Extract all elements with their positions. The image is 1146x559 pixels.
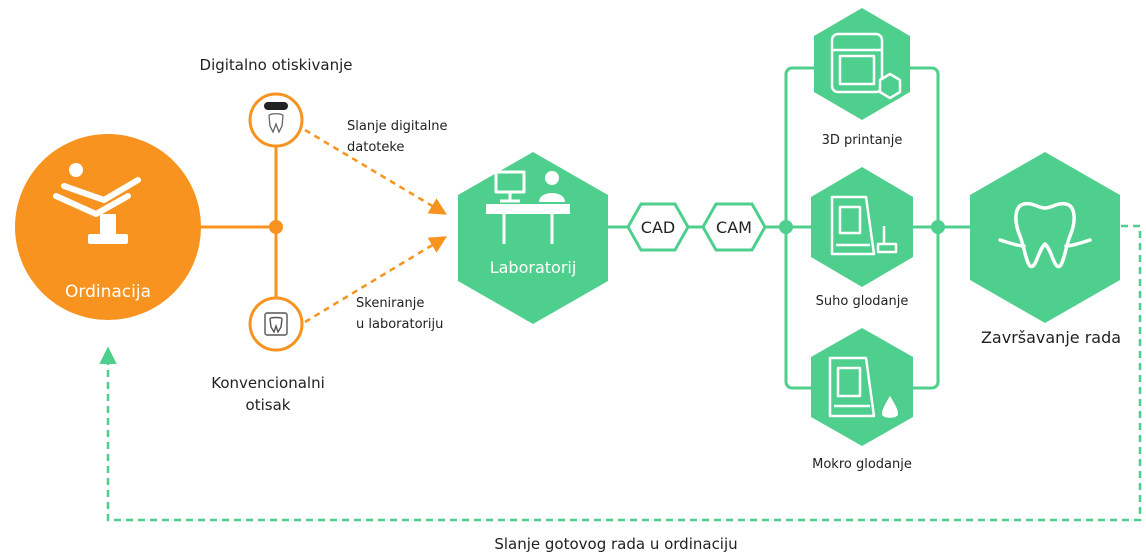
cad-node: CAD [626,202,690,252]
send-digital-label-line1: Slanje digitalne [347,119,447,134]
wet-milling-machine-icon [828,356,898,418]
arrow-conventional-to-lab [304,236,447,324]
impression-tray-tooth-icon [264,312,288,336]
conventional-impression-label-line1: Konvencionalni [211,374,325,392]
return-connector [99,224,1142,522]
tooth-icon [998,201,1092,269]
ordinacija-label: Ordinacija [65,282,151,302]
dry-milling-label: Suho glodanje [816,294,909,309]
cad-label: CAD [641,218,675,237]
ordinacija-node: Ordinacija [15,134,201,320]
dry-milling-machine-icon [830,195,898,256]
wet-milling-label: Mokro glodanje [812,457,912,472]
send-digital-label-line2: datoteke [347,140,404,155]
send-back-label: Slanje gotovog rada u ordinaciju [494,535,737,553]
conventional-impression-label-line2: otisak [246,396,291,414]
orange-connectors [190,146,278,298]
printing-3d-node: 3D printanje [814,8,910,148]
intraoral-scanner-tooth-icon [264,102,288,134]
lab-desk-computer-icon [486,170,570,244]
wet-milling-node: Mokro glodanje [811,328,913,472]
digital-impression-label: Digitalno otiskivanje [200,56,353,74]
conventional-impression-node: Konvencionalni otisak [211,296,325,414]
laboratorij-node: Laboratorij [458,152,608,324]
scan-lab-label-line1: Skeniranje [356,296,424,311]
dry-milling-node: Suho glodanje [811,167,913,309]
junction-dot-left [779,220,793,234]
arrow-digital-to-lab [304,128,448,215]
laboratorij-label: Laboratorij [490,258,577,277]
digital-impression-node: Digitalno otiskivanje [200,56,353,148]
junction-dot-right [931,220,945,234]
finishing-node: Završavanje rada [970,152,1121,347]
cam-node: CAM [701,202,767,252]
dental-chair-icon [53,163,141,244]
3d-printer-icon [830,32,902,100]
scan-lab-label-line2: u laboratoriju [356,317,443,332]
cam-label: CAM [716,218,752,237]
junction-dot-orange [269,220,283,234]
printing-3d-label: 3D printanje [822,133,903,148]
finishing-label: Završavanje rada [981,328,1121,347]
